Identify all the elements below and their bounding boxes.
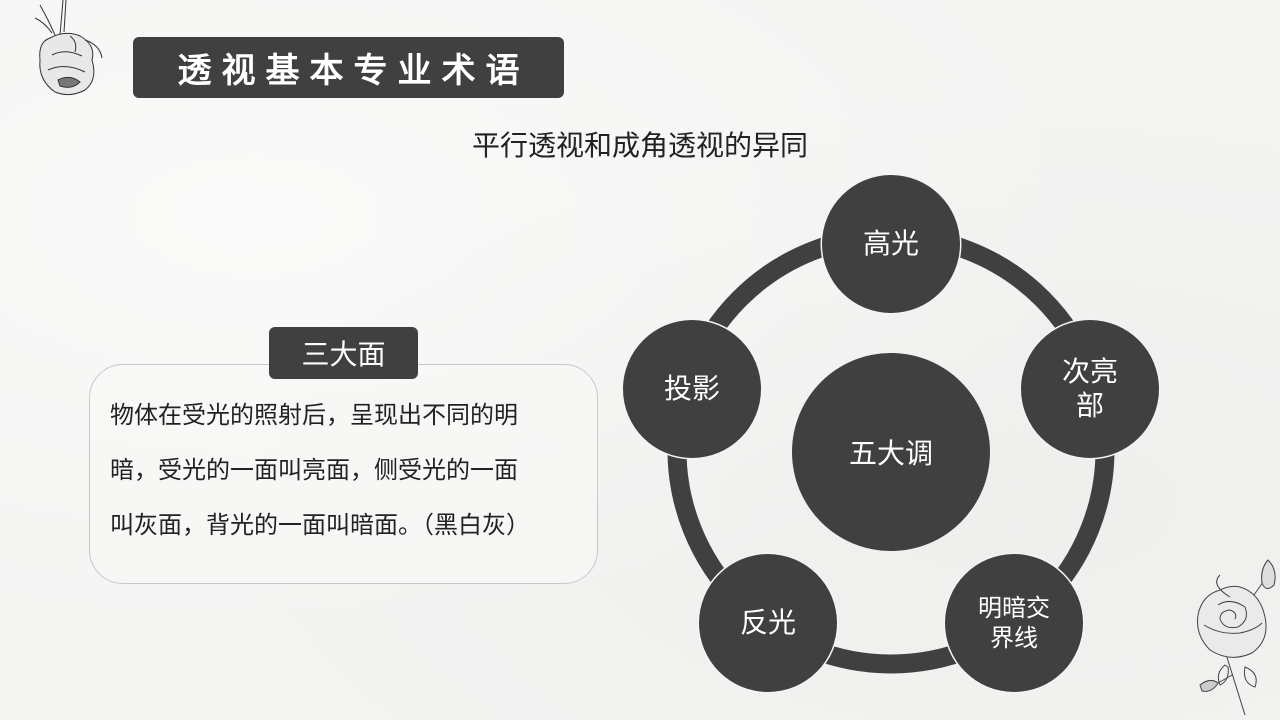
node-label-line: 次亮 (1061, 355, 1118, 388)
node-label: 反光 (739, 606, 796, 639)
panel-line: 叫灰面，背光的一面叫暗面。（黑白灰） (110, 511, 530, 539)
node-label: 高光 (862, 227, 919, 260)
node-secondary-light: 次亮 部 (1021, 320, 1159, 458)
node-label-line: 部 (1075, 389, 1104, 422)
page-title: 透视基本专业术语 (177, 51, 530, 91)
rose-sketch-icon (34, 0, 103, 96)
node-label-line: 明暗交 (978, 594, 1050, 622)
title-banner: 透视基本专业术语 (133, 37, 564, 98)
node-reflected-light: 反光 (699, 554, 837, 692)
node-terminator: 明暗交 界线 (945, 554, 1083, 692)
node-label: 投影 (663, 372, 720, 405)
info-panel (89, 364, 598, 584)
center-node-label: 五大调 (848, 437, 933, 470)
node-label-line: 界线 (990, 624, 1038, 652)
node-cast-shadow: 投影 (623, 320, 761, 458)
rose-sketch-icon (1197, 559, 1276, 716)
subtitle: 平行透视和成角透视的异同 (471, 129, 808, 162)
panel-line: 物体在受光的照射后，呈现出不同的明 (110, 401, 518, 429)
center-node: 五大调 (792, 353, 990, 551)
node-highlight: 高光 (822, 175, 960, 313)
panel-text: 物体在受光的照射后，呈现出不同的明 暗，受光的一面叫亮面，侧受光的一面 叫灰面，… (110, 388, 580, 553)
panel-line: 暗，受光的一面叫亮面，侧受光的一面 (110, 456, 518, 484)
panel-label: 三大面 (269, 327, 418, 379)
